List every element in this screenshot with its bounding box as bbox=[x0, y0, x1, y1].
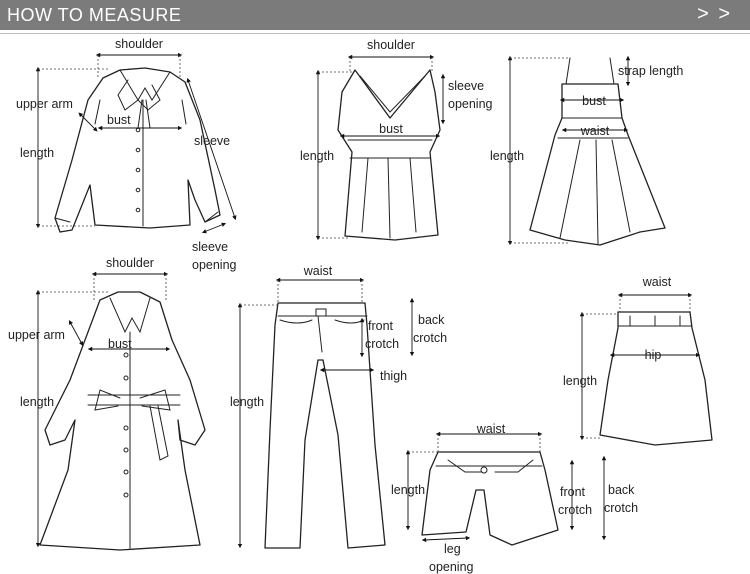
header-bar: HOW TO MEASURE > > bbox=[0, 0, 750, 30]
dress-waist-label: waist bbox=[580, 124, 610, 138]
shirt-shoulder-label: shoulder bbox=[115, 37, 163, 51]
shorts-back-crotch-label-1: back bbox=[608, 483, 635, 497]
shirt-sleeve-opening-label-2: opening bbox=[192, 258, 237, 272]
header-divider bbox=[0, 33, 750, 34]
pants-front-crotch-label-2: crotch bbox=[365, 337, 399, 351]
pants-length-label: length bbox=[230, 395, 264, 409]
vest-sleeve-opening-label-2: opening bbox=[448, 97, 493, 111]
pants-back-crotch-label-1: back bbox=[418, 313, 445, 327]
skirt-figure bbox=[599, 311, 713, 446]
coat-bust-label: bust bbox=[108, 337, 132, 351]
vest-bust-label: bust bbox=[379, 122, 403, 136]
dress-strap-length-label: strap length bbox=[618, 64, 683, 78]
next-arrows-icon: > > bbox=[697, 3, 732, 25]
pants-figure bbox=[264, 302, 386, 549]
vest-length-label: length bbox=[300, 149, 334, 163]
dress-length-label: length bbox=[490, 149, 524, 163]
shorts-leg-opening-label-2: opening bbox=[429, 560, 474, 574]
coat-buttons bbox=[123, 352, 129, 498]
coat-shoulder-label: shoulder bbox=[106, 256, 154, 270]
coat-upper-arm-label: upper arm bbox=[8, 328, 65, 342]
pants-waist-label: waist bbox=[303, 264, 333, 278]
pants-front-crotch-label-1: front bbox=[368, 319, 394, 333]
shorts-length-label: length bbox=[391, 483, 425, 497]
shorts-back-crotch-label-2: crotch bbox=[604, 501, 638, 515]
pants-thigh-label: thigh bbox=[380, 369, 407, 383]
shirt-figure bbox=[54, 67, 221, 233]
shirt-bust-label: bust bbox=[107, 113, 131, 127]
vest-sleeve-opening-label-1: sleeve bbox=[448, 79, 484, 93]
skirt-waist-label: waist bbox=[642, 275, 672, 289]
shorts-leg-opening-label-1: leg bbox=[444, 542, 461, 556]
dress-figure bbox=[529, 57, 666, 246]
shirt-upper-arm-label: upper arm bbox=[16, 97, 73, 111]
shirt-length-label: length bbox=[20, 146, 54, 160]
skirt-length-label: length bbox=[563, 374, 597, 388]
dress-bust-label: bust bbox=[582, 94, 606, 108]
pants-back-crotch-label-2: crotch bbox=[413, 331, 447, 345]
page-title: HOW TO MEASURE bbox=[7, 5, 182, 25]
shirt-sleeve-label: sleeve bbox=[194, 134, 230, 148]
coat-figure bbox=[39, 291, 206, 551]
skirt-hip-label: hip bbox=[645, 348, 662, 362]
shorts-front-crotch-label-1: front bbox=[560, 485, 586, 499]
vest-figure bbox=[337, 69, 441, 241]
vest-shoulder-label: shoulder bbox=[367, 38, 415, 52]
shorts-front-crotch-label-2: crotch bbox=[558, 503, 592, 517]
shorts-figure bbox=[421, 451, 559, 546]
shirt-sleeve-opening-label-1: sleeve bbox=[192, 240, 228, 254]
coat-length-label: length bbox=[20, 395, 54, 409]
shorts-waist-label: waist bbox=[476, 422, 506, 436]
